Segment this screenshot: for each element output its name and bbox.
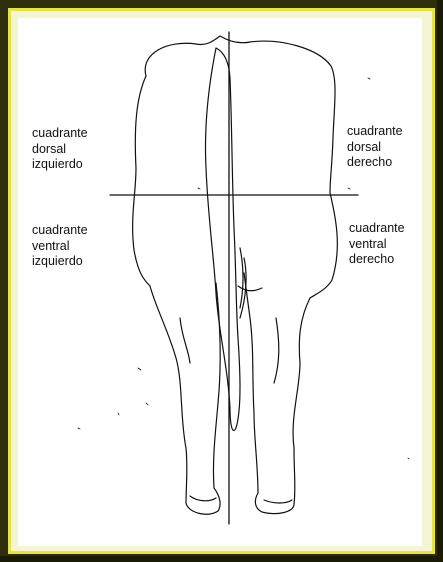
right-leg-outer: [255, 298, 310, 514]
label-dorsal-left-quadrant: cuadrante dorsal izquierdo: [32, 126, 88, 173]
right-hoof-detail: [264, 500, 292, 503]
left-hoof-detail: [190, 496, 216, 501]
leg-marks: [78, 368, 148, 429]
cow-rear-view-drawing: [18, 18, 422, 546]
label-ventral-left-quadrant: cuadrante ventral izquierdo: [32, 223, 88, 270]
left-leg-inner: [213, 283, 220, 488]
left-leg-muscle: [180, 318, 190, 363]
right-leg-inner: [244, 273, 258, 493]
label-ventral-right-quadrant: cuadrante ventral derecho: [349, 221, 405, 268]
udder-line: [238, 286, 262, 291]
right-leg-muscle: [274, 318, 279, 383]
label-dorsal-right-quadrant: cuadrante dorsal derecho: [347, 124, 403, 171]
cow-left-flank: [133, 76, 150, 286]
diagram-canvas: cuadrante dorsal izquierdo cuadrante ven…: [18, 18, 422, 546]
left-leg-outer: [150, 286, 220, 514]
tail: [205, 48, 240, 430]
